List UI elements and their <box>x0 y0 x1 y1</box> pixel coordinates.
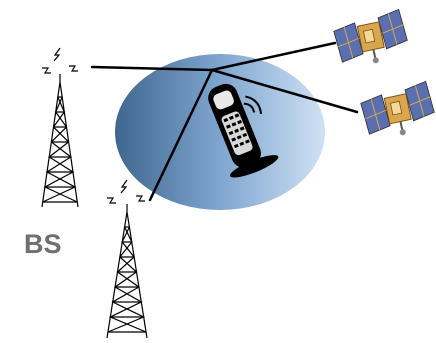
satellite-icon <box>359 81 436 143</box>
coverage-area <box>115 54 325 210</box>
cell-tower-icon <box>42 48 78 207</box>
satellite-icon <box>332 9 410 71</box>
cell-tower-icon <box>107 180 147 338</box>
base-station-label: BS <box>24 229 62 259</box>
